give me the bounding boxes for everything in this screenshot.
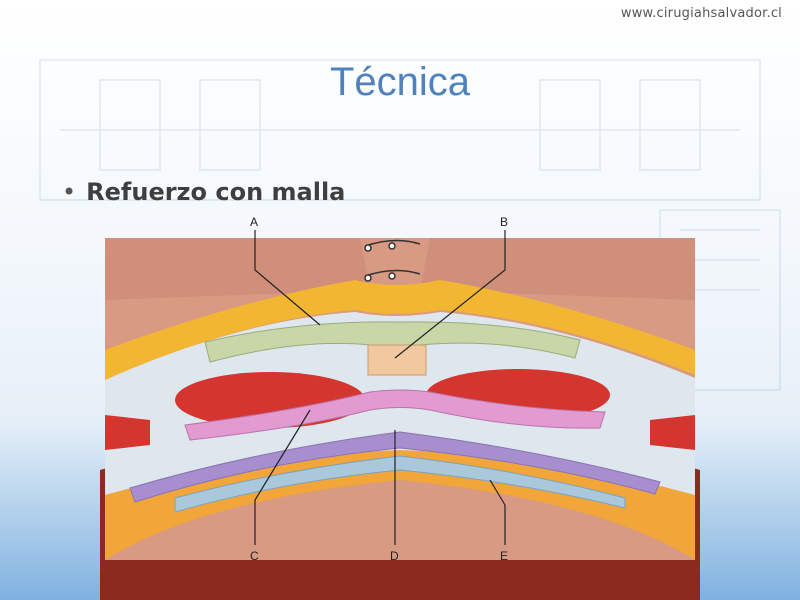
leader-line-c (254, 409, 311, 545)
leader-line-a (254, 230, 321, 326)
lateral-muscle-right (650, 415, 695, 450)
fat-layer (105, 280, 695, 380)
bullet-text: Refuerzo con malla (86, 178, 346, 206)
label-e: E (500, 549, 508, 563)
label-d: D (390, 549, 399, 563)
mesh-onlay (204, 321, 581, 363)
skin-shading (105, 238, 370, 300)
posterior-sheath (184, 389, 606, 441)
label-b: B (500, 215, 508, 229)
bullet-dot-icon: • (62, 178, 77, 206)
central-mesh-patch (367, 344, 427, 376)
website-url: www.cirugiahsalvador.cl (620, 6, 782, 21)
lower-fat-layer (105, 450, 695, 560)
leader-line-e (489, 479, 506, 545)
label-c: C (250, 549, 259, 563)
skin-shading-right (420, 238, 695, 300)
leader-line-b (394, 230, 506, 359)
lateral-muscle-left (105, 415, 150, 450)
label-a: A (250, 215, 258, 229)
suture-icons (364, 239, 421, 282)
bullet-item: • Refuerzo con malla (62, 178, 345, 206)
slide-title: Técnica (329, 60, 471, 104)
